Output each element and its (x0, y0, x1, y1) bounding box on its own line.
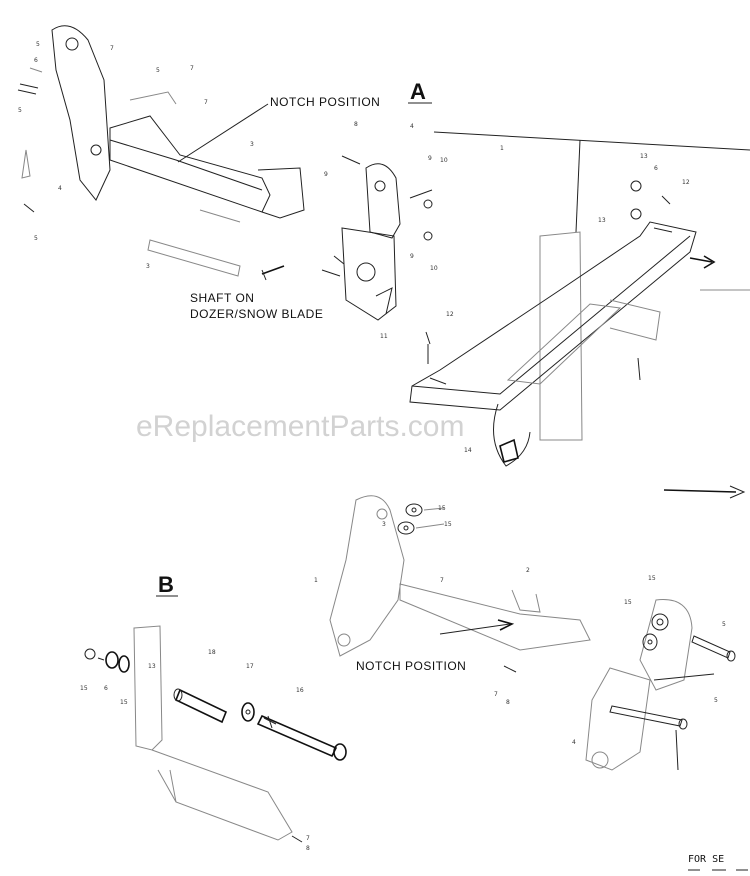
svg-text:10: 10 (440, 157, 448, 164)
svg-text:15: 15 (438, 505, 446, 512)
svg-text:5: 5 (714, 697, 718, 704)
svg-text:4: 4 (572, 739, 576, 746)
svg-text:9: 9 (324, 171, 328, 178)
watermark: eReplacementParts.com (136, 410, 464, 443)
svg-text:15: 15 (444, 521, 452, 528)
svg-text:7: 7 (204, 99, 208, 106)
svg-text:7: 7 (306, 835, 310, 842)
svg-text:5: 5 (18, 107, 22, 114)
svg-text:10: 10 (430, 265, 438, 272)
footer-text: FOR SE (688, 854, 724, 865)
svg-text:9: 9 (428, 155, 432, 162)
svg-text:6: 6 (104, 685, 108, 692)
svg-text:6: 6 (34, 57, 38, 64)
middle-bracket-assembly: 8 4 9 10 9 9 10 11 (321, 121, 448, 340)
svg-text:13: 13 (148, 663, 156, 670)
svg-text:3: 3 (146, 263, 150, 270)
notch-position-top: NOTCH POSITION (177, 95, 380, 163)
svg-text:5: 5 (34, 235, 38, 242)
svg-text:5: 5 (156, 67, 160, 74)
svg-text:4: 4 (58, 185, 62, 192)
svg-text:16: 16 (296, 687, 304, 694)
svg-text:15: 15 (120, 699, 128, 706)
lower-right-linkage: 15 15 3 1 2 7 15 15 5 5 7 8 4 (314, 495, 736, 771)
svg-text:9: 9 (410, 253, 414, 260)
dozer-frame-assembly: 1 13 6 12 13 12 14 (409, 131, 750, 467)
svg-text:5: 5 (722, 621, 726, 628)
top-left-bracket-assembly: 5 6 5 7 5 7 7 3 4 5 3 (17, 25, 305, 281)
shaft-line-1: SHAFT ON (190, 291, 254, 305)
svg-text:1: 1 (314, 577, 318, 584)
svg-text:11: 11 (380, 333, 388, 340)
svg-text:1: 1 (500, 145, 504, 152)
svg-text:4: 4 (410, 123, 414, 130)
svg-text:14: 14 (464, 447, 472, 454)
svg-text:2: 2 (526, 567, 530, 574)
svg-text:17: 17 (246, 663, 254, 670)
right-arrow (663, 485, 746, 499)
svg-text:12: 12 (446, 311, 454, 318)
svg-text:6: 6 (654, 165, 658, 172)
shaft-line-2: DOZER/SNOW BLADE (190, 307, 323, 321)
svg-text:15: 15 (624, 599, 632, 606)
svg-text:15: 15 (80, 685, 88, 692)
notch-position-top-label: NOTCH POSITION (270, 95, 380, 109)
svg-text:15: 15 (648, 575, 656, 582)
section-b-marker: B (156, 572, 178, 597)
svg-text:8: 8 (506, 699, 510, 706)
svg-text:13: 13 (598, 217, 606, 224)
svg-text:7: 7 (494, 691, 498, 698)
section-b-label: B (158, 572, 174, 597)
svg-text:7: 7 (440, 577, 444, 584)
section-a-label: A (410, 79, 426, 104)
svg-text:5: 5 (36, 41, 40, 48)
svg-text:3: 3 (382, 521, 386, 528)
svg-text:13: 13 (640, 153, 648, 160)
svg-text:7: 7 (110, 45, 114, 52)
svg-text:12: 12 (682, 179, 690, 186)
notch-position-bottom-label: NOTCH POSITION (356, 659, 466, 673)
svg-text:3: 3 (250, 141, 254, 148)
svg-text:8: 8 (306, 845, 310, 852)
section-a-marker: A (408, 79, 432, 104)
shaft-note: SHAFT ON DOZER/SNOW BLADE (190, 291, 323, 321)
notch-position-bottom: NOTCH POSITION (356, 659, 466, 673)
svg-text:8: 8 (354, 121, 358, 128)
svg-text:18: 18 (208, 649, 216, 656)
svg-text:7: 7 (190, 65, 194, 72)
shaft-detail-assembly: 15 6 15 13 18 17 16 7 8 (80, 625, 347, 852)
